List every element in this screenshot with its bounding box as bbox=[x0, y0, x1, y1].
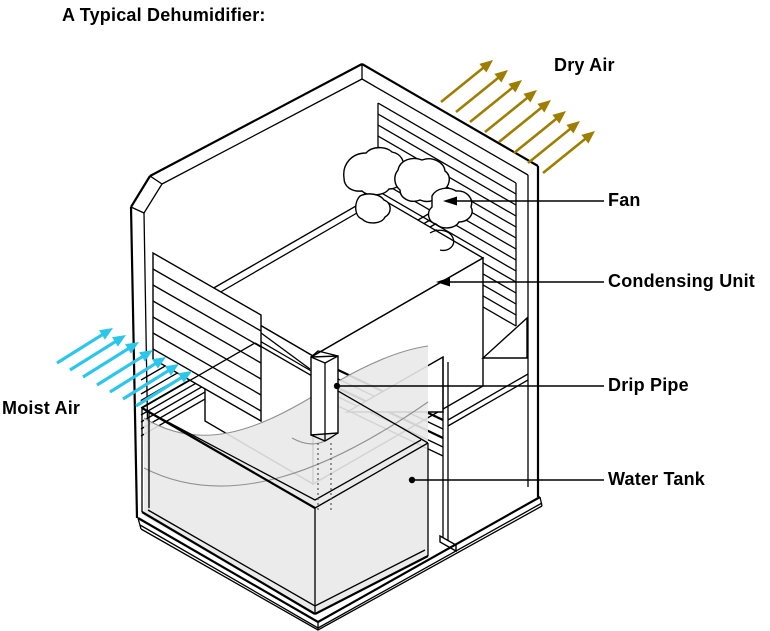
leader-lines bbox=[333, 196, 604, 484]
diagram-title: A Typical Dehumidifier: bbox=[62, 5, 266, 25]
label-water-tank: Water Tank bbox=[608, 469, 706, 489]
moist-air-arrows bbox=[56, 328, 192, 408]
water-tank-shape bbox=[141, 342, 429, 615]
dry-air-arrows bbox=[440, 60, 595, 175]
drip-pipe-shape bbox=[310, 350, 339, 512]
label-moist-air: Moist Air bbox=[2, 398, 81, 418]
base-platform bbox=[137, 496, 543, 631]
label-drip-pipe: Drip Pipe bbox=[608, 375, 689, 395]
moist-air-louvers bbox=[152, 251, 262, 423]
label-fan: Fan bbox=[608, 190, 641, 210]
label-dry-air: Dry Air bbox=[554, 55, 615, 75]
fan-blades bbox=[343, 146, 473, 252]
label-condensing-unit: Condensing Unit bbox=[608, 271, 755, 291]
condensing-leader-arrowhead bbox=[436, 277, 450, 287]
fan-leader-arrowhead bbox=[443, 196, 457, 206]
